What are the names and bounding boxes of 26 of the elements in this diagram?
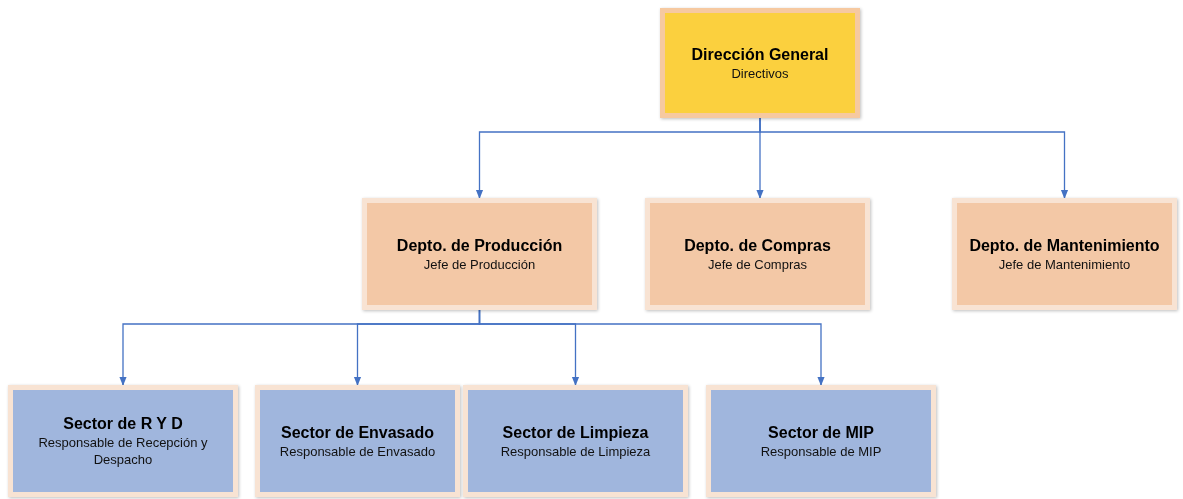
org-box <box>706 385 936 497</box>
org-box <box>463 385 688 497</box>
org-box <box>952 198 1177 310</box>
box-title: Depto. de Mantenimiento <box>969 235 1160 256</box>
box-title: Depto. de Producción <box>396 235 563 256</box>
box-title: Sector de R Y D <box>63 414 183 434</box>
org-box <box>645 198 870 310</box>
box-subtitle: Jefe de Producción <box>423 255 536 273</box>
arrow <box>478 309 825 386</box>
box-subtitle: Responsable de Recepción y Despacho <box>37 434 209 468</box>
org-box <box>8 385 238 497</box>
box-subtitle: Responsable de Limpieza <box>500 442 651 460</box>
box-title: Sector de MIP <box>768 422 874 443</box>
box-title: Sector de Envasado <box>281 422 434 443</box>
arrow <box>759 117 1069 199</box>
org-box <box>255 385 460 497</box>
box-subtitle: Jefe de Mantenimiento <box>998 255 1131 273</box>
org-box <box>362 198 597 310</box>
box-subtitle: Responsable de MIP <box>760 442 882 460</box>
box-subtitle: Responsable de Envasado <box>279 442 436 460</box>
box-title: Dirección General <box>691 44 829 65</box>
box-subtitle: Directivos <box>731 64 789 82</box>
org-box <box>660 8 860 118</box>
box-title: Depto. de Compras <box>684 235 831 256</box>
box-title: Sector de Limpieza <box>502 422 649 443</box>
box-subtitle: Jefe de Compras <box>708 255 807 273</box>
